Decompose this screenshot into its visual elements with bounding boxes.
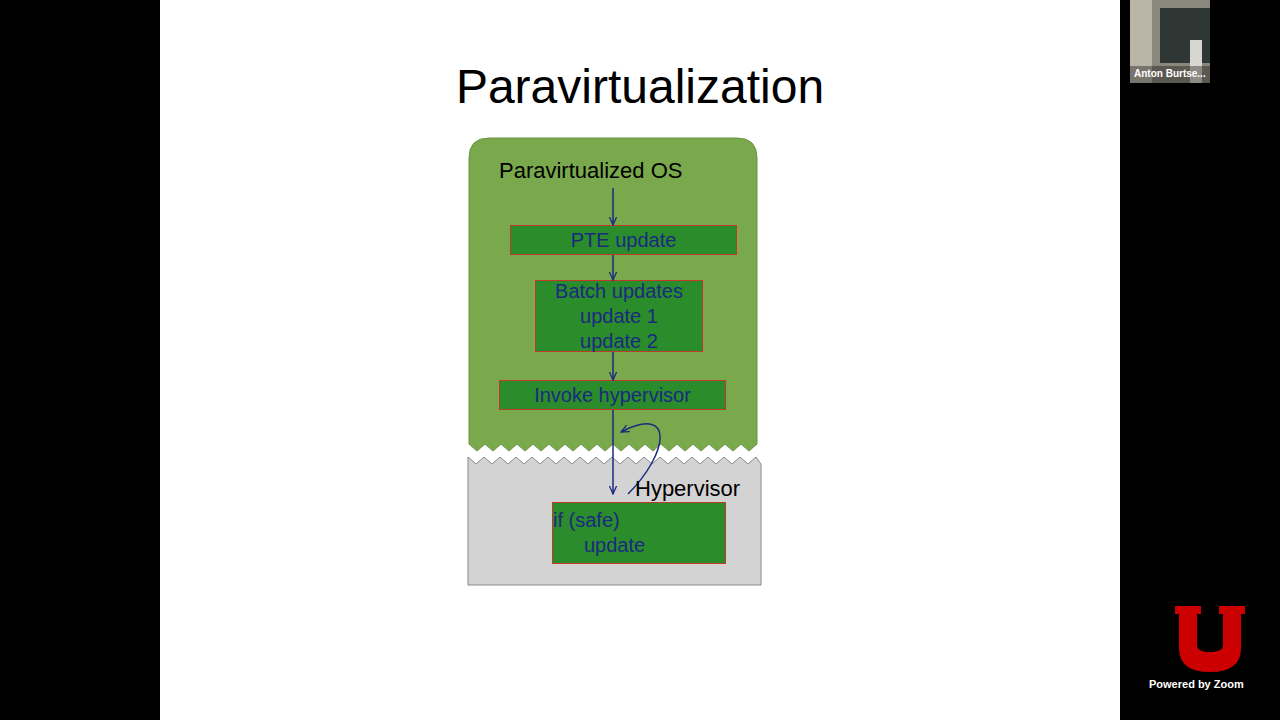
university-logo <box>1175 606 1245 672</box>
box-text: if (safe) <box>553 508 620 533</box>
process-box: PTE update <box>510 225 737 255</box>
region-fill <box>468 457 761 585</box>
region-heading: Hypervisor <box>635 476 740 502</box>
box-text: Batch updates <box>555 279 683 304</box>
process-box: Batch updatesupdate 1update 2 <box>535 280 703 352</box>
process-box: Invoke hypervisor <box>499 380 726 410</box>
box-text: PTE update <box>571 228 677 253</box>
zoom-watermark: Powered by Zoom <box>1149 678 1244 690</box>
screen-border <box>0 0 160 720</box>
webcam-thumbnail <box>1130 0 1210 83</box>
region-heading: Paravirtualized OS <box>499 158 682 184</box>
box-text: update 1 <box>580 304 658 329</box>
slide-title: Paravirtualization <box>160 58 1120 116</box>
participant-name: Anton Burtse... <box>1134 68 1206 79</box>
process-box: if (safe)update <box>552 502 726 564</box>
chalkboard <box>1160 8 1210 63</box>
guest-os-region: Paravirtualized OS PTE updateBatch update… <box>469 138 757 452</box>
box-text: update 2 <box>580 329 658 354</box>
name-strip <box>1130 66 1210 83</box>
screen-border <box>1120 0 1280 720</box>
region-fill <box>469 138 757 451</box>
box-text: update <box>584 533 645 558</box>
hypervisor-region: Hypervisorif (safe)update <box>468 457 761 585</box>
box-text: Invoke hypervisor <box>534 383 691 408</box>
